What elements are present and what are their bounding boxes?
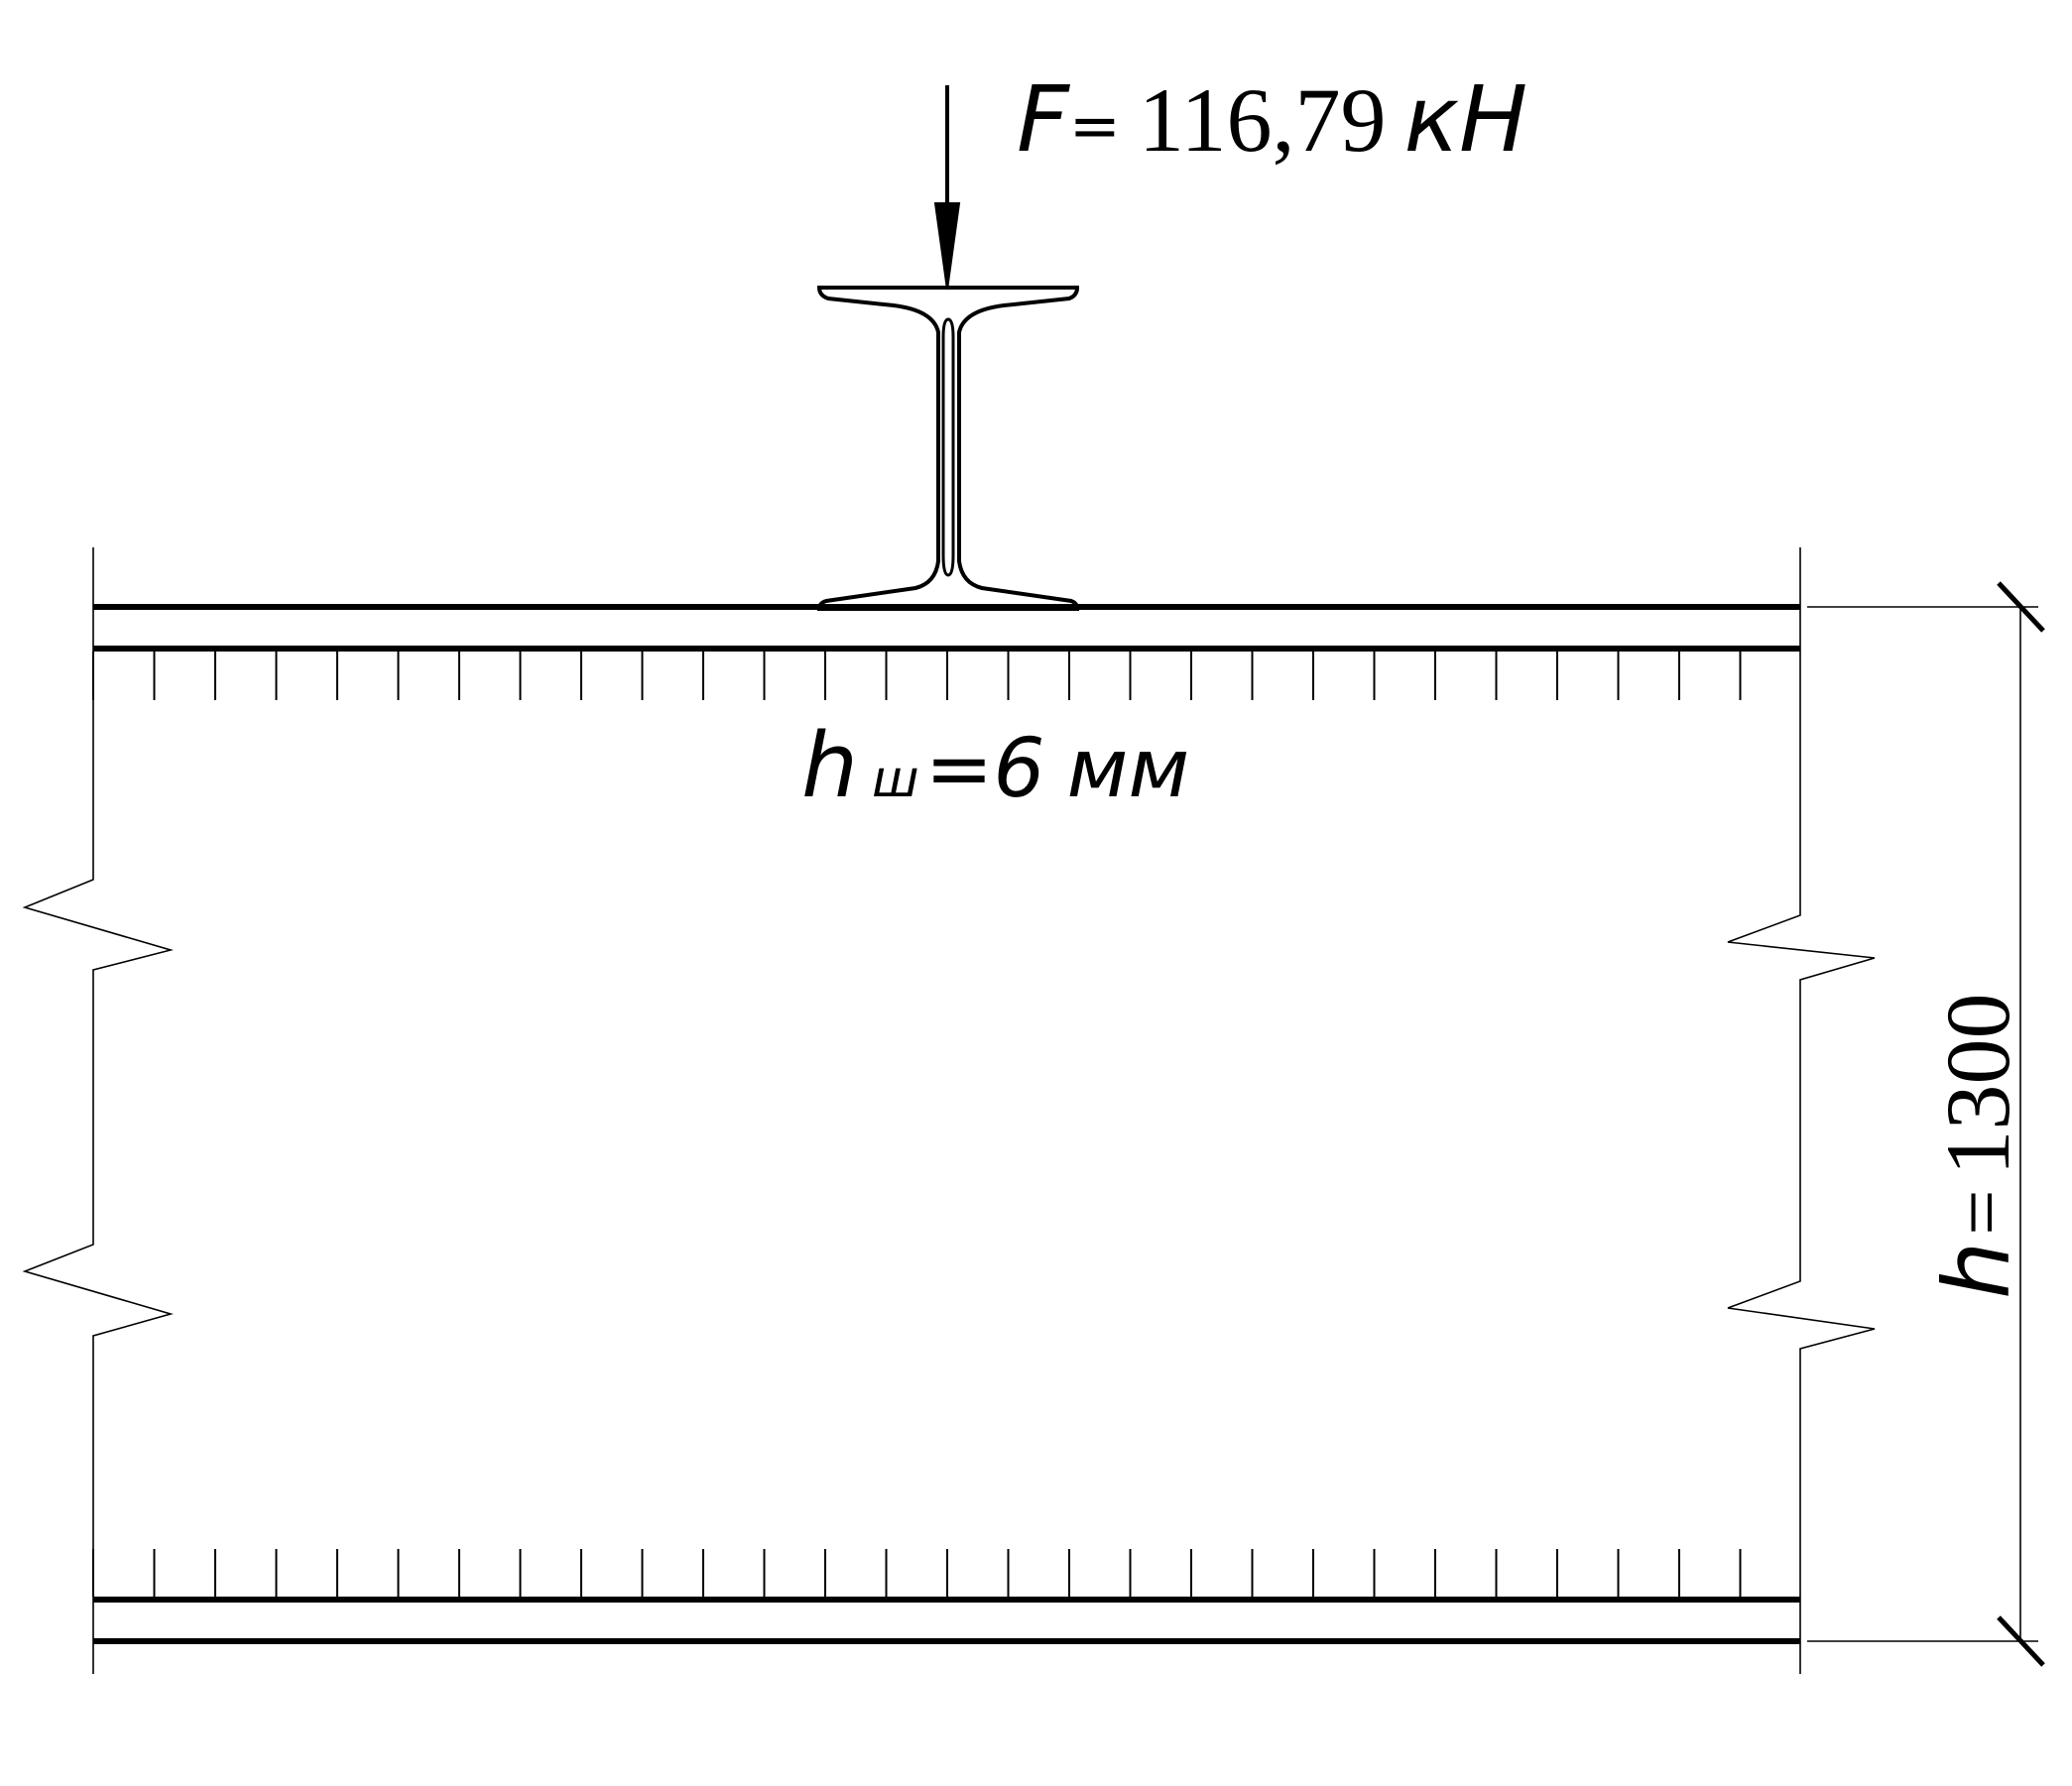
weld-value: 6 xyxy=(993,722,1044,816)
i-beam-section xyxy=(816,286,1080,611)
load-symbol: F xyxy=(1017,66,1070,173)
weld-subscript: ш xyxy=(872,750,919,809)
height-label: h = 1300 xyxy=(1924,993,2030,1299)
top-weld-ticks xyxy=(92,652,1742,700)
load-arrow-head xyxy=(933,202,961,291)
load-unit: кН xyxy=(1403,66,1527,173)
height-equals: = xyxy=(1936,1189,2026,1235)
left-break-line xyxy=(22,547,175,1674)
right-break-line xyxy=(1727,547,1876,1674)
weld-symbol: h xyxy=(801,714,858,818)
dimension-tick-bottom xyxy=(1997,1615,2045,1667)
height-value: 1300 xyxy=(1927,993,2028,1175)
weld-equals: = xyxy=(925,722,994,816)
height-symbol: h xyxy=(1924,1242,2030,1299)
bottom-weld-ticks xyxy=(92,1549,1742,1597)
weld-unit: мм xyxy=(1067,722,1190,816)
i-beam-web-inner xyxy=(941,317,955,577)
load-value: 116,79 xyxy=(1139,69,1387,171)
dimension-tick-top xyxy=(1997,581,2045,633)
load-equals: = xyxy=(1069,89,1121,162)
